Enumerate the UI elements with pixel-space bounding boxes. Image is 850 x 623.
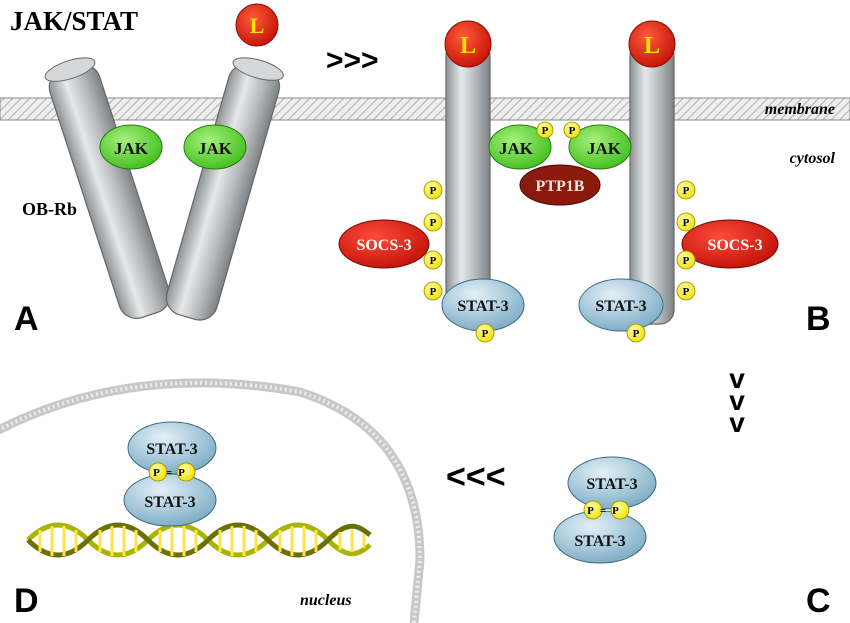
jak-b-right xyxy=(568,124,632,170)
phosphate-receptor-left-1: P xyxy=(423,180,443,200)
svg-text:P: P xyxy=(482,328,489,340)
ligand-a-label: L xyxy=(250,13,265,38)
phosphate-jak-left: P xyxy=(536,121,554,139)
jak-b-right-label: JAK xyxy=(587,139,622,158)
arrow-b-to-c-3: v xyxy=(729,407,745,438)
stat3-c-top-label: STAT-3 xyxy=(586,476,637,493)
phosphate-receptor-right-3: P xyxy=(676,250,696,270)
phosphate-receptor-left-3: P xyxy=(423,250,443,270)
membrane xyxy=(0,97,850,121)
socs3-right-label: SOCS-3 xyxy=(707,237,762,254)
phosphate-receptor-right-2: P xyxy=(676,212,696,232)
svg-text:P: P xyxy=(430,255,437,267)
receptor-right xyxy=(165,57,284,321)
stat3-d-bottom xyxy=(123,473,217,527)
dna-helix xyxy=(26,522,372,558)
arrow-b-to-c-1: v xyxy=(729,363,745,394)
jak-b-left xyxy=(488,124,552,170)
svg-text:P=P: P=P xyxy=(587,505,625,517)
socs3-left-label: SOCS-3 xyxy=(356,237,411,254)
ligand-b-right xyxy=(628,20,676,68)
jak-a-right-label: JAK xyxy=(198,139,233,158)
membrane-label: membrane xyxy=(765,101,835,118)
receptor-left xyxy=(44,57,171,319)
phosphate-dimer-c: P=P xyxy=(583,500,630,520)
jak-a-left-label: JAK xyxy=(114,139,149,158)
arrow-a-to-b: >>> xyxy=(326,44,379,77)
phosphate-receptor-right-1: P xyxy=(676,180,696,200)
phosphate-stat3-b-left: P xyxy=(475,323,495,343)
ligand-b-left-label: L xyxy=(460,33,476,59)
ptp1b-label: PTP1B xyxy=(536,178,585,195)
phosphate-receptor-left-4: P xyxy=(423,281,443,301)
stat3-d-bottom-label: STAT-3 xyxy=(144,494,195,511)
stat3-c-bottom-label: STAT-3 xyxy=(574,533,625,550)
jak-a-right xyxy=(183,124,247,170)
stat3-b-right xyxy=(578,278,664,332)
svg-text:P: P xyxy=(683,217,690,229)
svg-text:P: P xyxy=(430,217,437,229)
phosphate-dimer-d: P=P xyxy=(148,462,196,482)
panel-c-letter: C xyxy=(806,582,831,620)
jak-a-left xyxy=(99,124,163,170)
phosphate-stat3-b-right: P xyxy=(626,323,646,343)
socs3-left xyxy=(338,219,430,269)
nucleus-label: nucleus xyxy=(300,592,352,609)
arrow-b-to-c-2: v xyxy=(729,385,745,416)
svg-text:P=P: P=P xyxy=(153,467,191,479)
svg-text:P: P xyxy=(430,185,437,197)
stat3-b-left-label: STAT-3 xyxy=(457,298,508,315)
jak-b-left-label: JAK xyxy=(499,139,534,158)
ligand-a xyxy=(235,3,279,47)
svg-text:P: P xyxy=(683,286,690,298)
arrow-c-to-d: <<< xyxy=(446,458,506,496)
svg-text:P: P xyxy=(569,125,576,137)
nuclear-envelope-inner xyxy=(0,380,423,623)
panel-a-letter: A xyxy=(14,300,39,338)
ligand-b-left xyxy=(444,20,492,68)
svg-text:P: P xyxy=(683,185,690,197)
phosphate-jak-right: P xyxy=(563,121,581,139)
svg-text:P: P xyxy=(633,328,640,340)
svg-text:P: P xyxy=(542,125,549,137)
receptor-label: OB-Rb xyxy=(22,199,77,219)
socs3-right xyxy=(681,219,779,269)
diagram-title: JAK/STAT xyxy=(10,6,138,36)
stat3-d-top-label: STAT-3 xyxy=(146,441,197,458)
phosphate-receptor-right-4: P xyxy=(676,281,696,301)
ptp1b xyxy=(519,164,601,206)
panel-d-letter: D xyxy=(14,582,39,620)
svg-text:P: P xyxy=(683,255,690,267)
cytosol-label: cytosol xyxy=(790,150,836,167)
stat3-b-right-label: STAT-3 xyxy=(595,298,646,315)
panel-b-letter: B xyxy=(806,300,831,338)
phosphate-receptor-left-2: P xyxy=(423,212,443,232)
svg-text:P: P xyxy=(430,286,437,298)
ligand-b-right-label: L xyxy=(644,33,660,59)
